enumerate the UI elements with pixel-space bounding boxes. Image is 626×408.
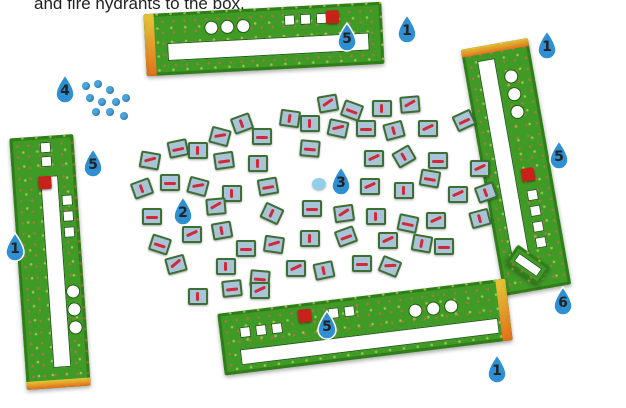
label-board-left: 1 [4,232,26,262]
label-tiles: 2 [172,196,194,226]
board-left [9,134,90,390]
fire-truck [38,176,52,190]
label-truck-top: 5 [336,22,358,52]
center-pawn [312,178,326,190]
label-center-pawn: 3 [330,166,352,196]
label-hydrants: 4 [54,74,76,104]
label-board-top: 1 [396,14,418,44]
label-special-tile: 6 [552,286,574,316]
label-truck-bottom: 5 [316,310,338,340]
label-board-bottom: 1 [486,354,508,384]
label-truck-right: 5 [548,140,570,170]
label-board-right: 1 [536,30,558,60]
fire-truck [520,167,535,182]
fire-truck [297,309,311,323]
label-truck-left: 5 [82,148,104,178]
